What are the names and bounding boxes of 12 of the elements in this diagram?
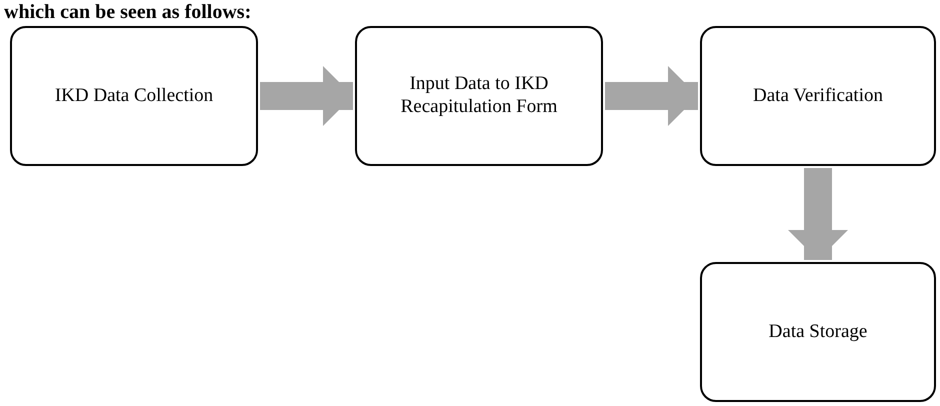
process-box [355, 26, 603, 166]
process-box [10, 26, 258, 166]
block-arrow [605, 66, 698, 126]
process-box [700, 26, 936, 166]
block-arrow [260, 66, 353, 126]
block-arrow [788, 168, 848, 260]
intro-text: which can be seen as follows: [4, 1, 252, 23]
box-text: Data Verification [753, 84, 883, 108]
box-text: IKD Data Collection [54, 84, 214, 108]
box-text: Input Data to IKD Recapitulation Form [400, 73, 558, 119]
process-box [700, 262, 936, 402]
box-text: Data Storage [768, 320, 868, 344]
